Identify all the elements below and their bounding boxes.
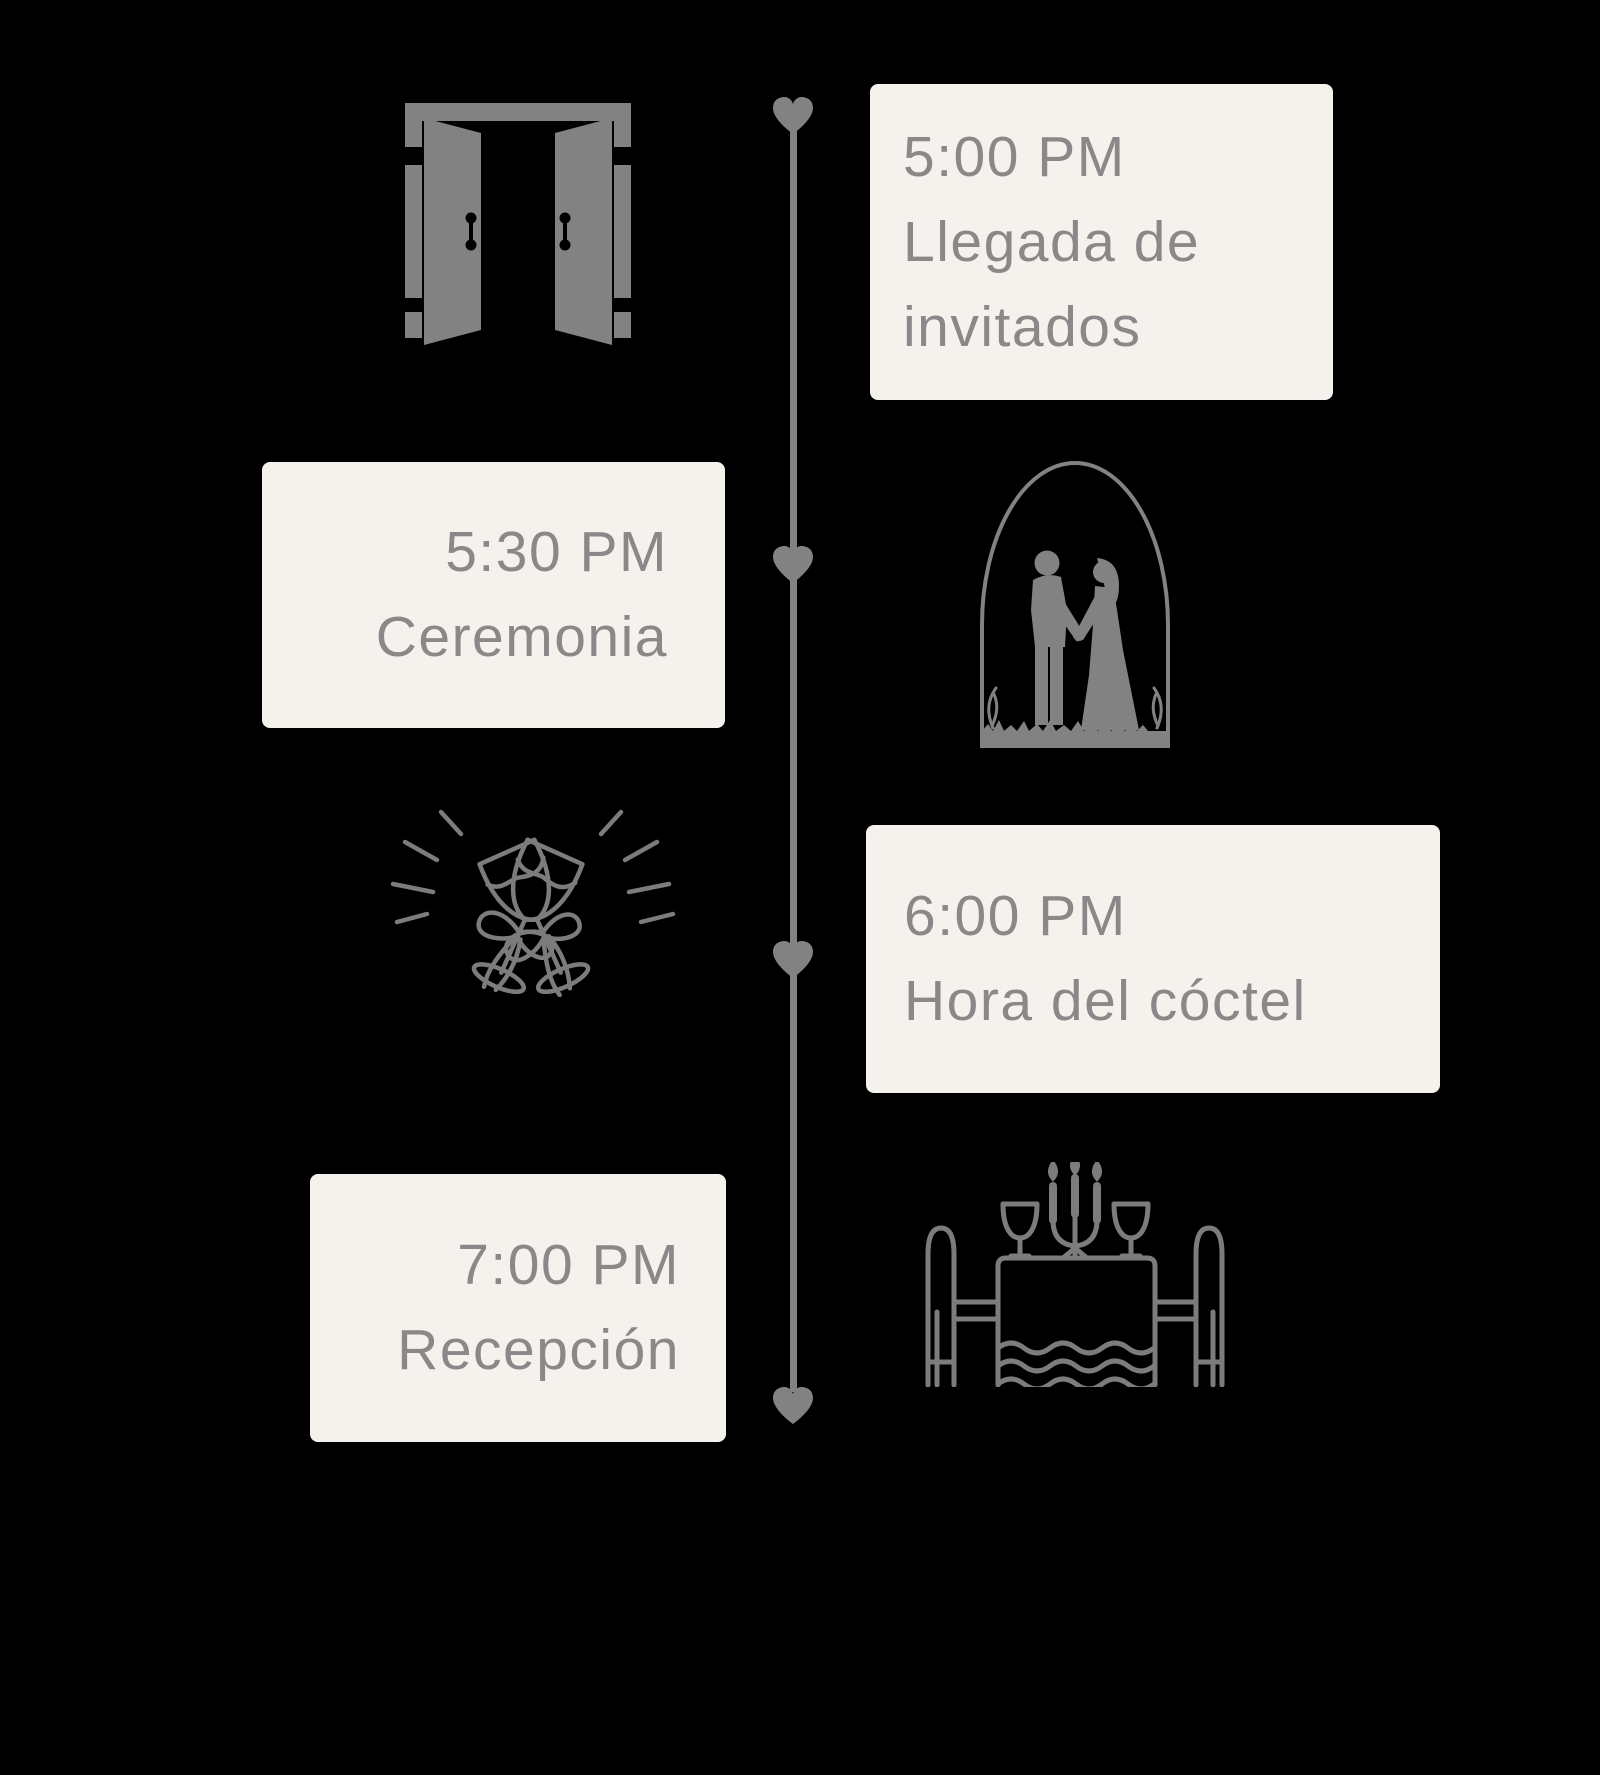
heart-marker-icon: [773, 97, 813, 134]
heart-marker-icon: [773, 1387, 813, 1424]
event-card-ceremonia: 5:30 PM Ceremonia: [262, 462, 725, 728]
event-time: 6:00 PM: [904, 884, 1127, 948]
event-time: 5:30 PM: [445, 520, 668, 584]
event-title: Ceremonia: [375, 605, 668, 669]
event-title: Hora del cóctel: [904, 969, 1307, 1033]
champagne-toast-icon: [390, 809, 676, 998]
event-card-llegada-de-invitados: 5:00 PM Llegada de invitados: [870, 84, 1333, 400]
open-doors-icon: [405, 103, 631, 345]
heart-marker-icon: [773, 546, 813, 583]
event-card-recepcion: 7:00 PM Recepción: [310, 1174, 726, 1442]
event-card-hora-del-coctel: 6:00 PM Hora del cóctel: [866, 825, 1440, 1093]
event-title: Llegada de invitados: [903, 209, 1218, 359]
event-time: 5:00 PM: [903, 124, 1126, 189]
event-time: 7:00 PM: [457, 1233, 680, 1297]
dinner-table-icon: [925, 1162, 1225, 1387]
bride-and-groom-arch-icon: [980, 461, 1170, 748]
event-title: Recepción: [397, 1318, 680, 1382]
heart-marker-icon: [773, 941, 813, 978]
timeline-line: [790, 130, 797, 1392]
